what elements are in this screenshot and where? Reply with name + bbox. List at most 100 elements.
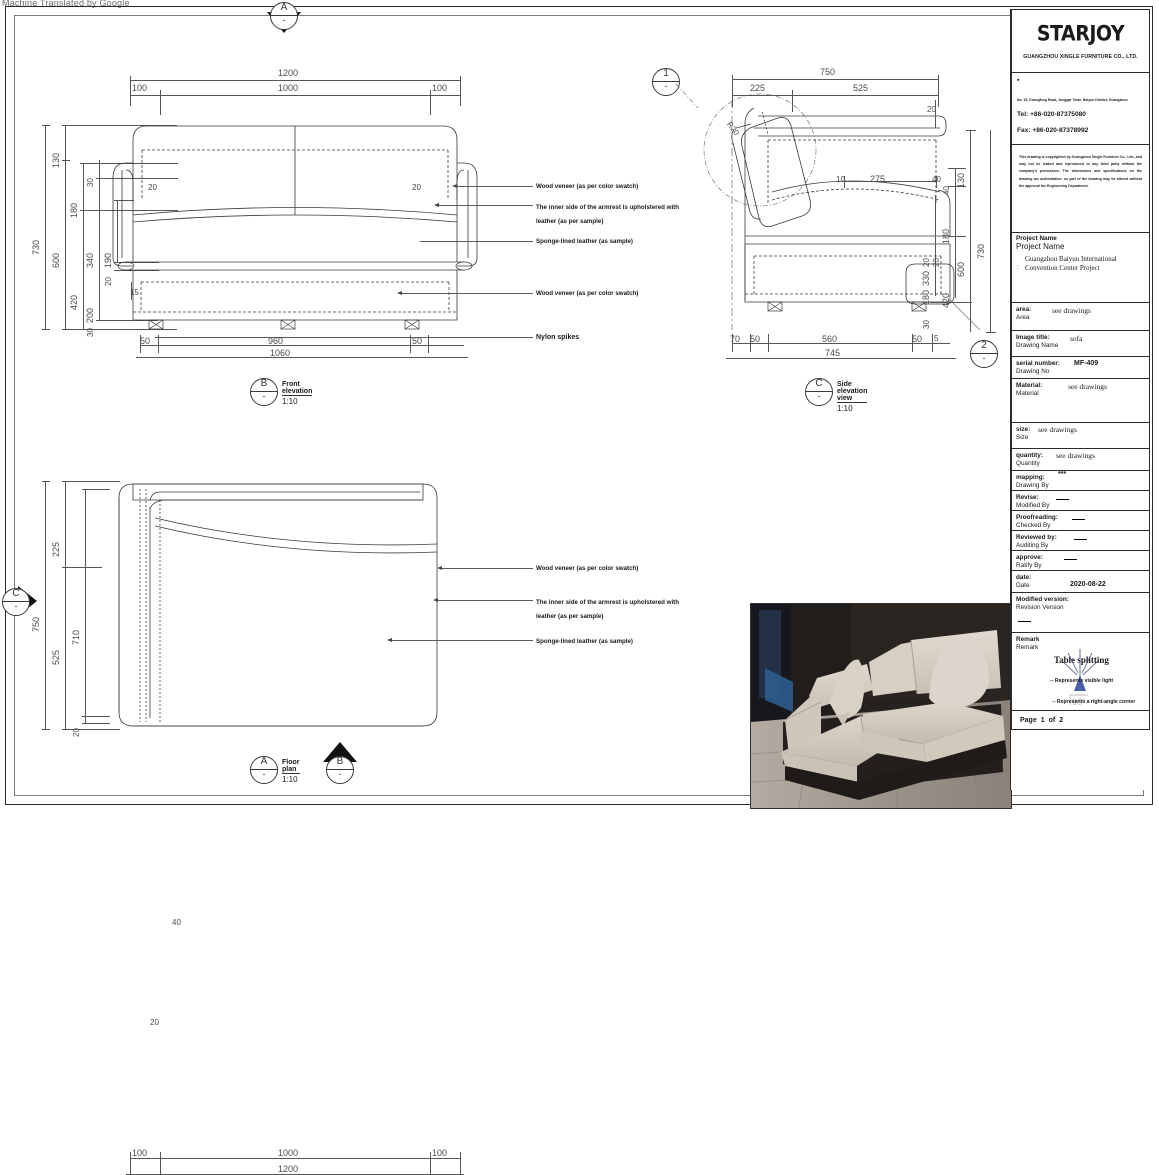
dim-front-arm-left-20: 20 — [148, 183, 157, 192]
auditing-by-label-en: Auditing By — [1016, 542, 1049, 549]
auditing-by-row: Reviewed by: Auditing By — [1011, 531, 1150, 551]
view-marker-letter: C — [12, 588, 20, 599]
product-photo — [750, 603, 1012, 809]
dim-plan-bottom-right: 100 — [432, 1148, 448, 1158]
drawing-by-row: mapping: Drawing By *** — [1011, 471, 1150, 491]
dim-side-10: 10 — [836, 175, 845, 184]
view-marker-letter: A — [280, 2, 288, 13]
dim-side-275: 275 — [870, 174, 886, 184]
copyright-notice: This drawing is copyrighted by Guangzhou… — [1019, 155, 1142, 188]
company-name: GUANGZHOU XINGLE FURNITURE CO., LTD. — [1023, 53, 1138, 60]
dim-side-20b: 20 — [932, 258, 941, 267]
ratify-by-label-en: Ratify By — [1016, 562, 1042, 569]
dim-side-730: 730 — [976, 243, 986, 259]
side-elevation-scale: 1:10 — [837, 404, 853, 413]
dim-side-20-top: 20 — [927, 105, 936, 114]
dim-side-560: 560 — [822, 334, 838, 344]
size-label-cn: size: — [1016, 426, 1031, 433]
callout-plan-armrest-line1: The inner side of the armrest is upholst… — [536, 599, 680, 606]
copyright-notice-box: This drawing is copyrighted by Guangzhou… — [1011, 145, 1150, 233]
drawing-no-label-cn: serial number: — [1016, 360, 1061, 367]
dim-front-top-right: 100 — [432, 83, 448, 93]
detail-marker-sub: - — [664, 81, 668, 91]
drawing-by-label-cn: mapping: — [1016, 474, 1045, 481]
front-elevation-scale: 1:10 — [282, 397, 298, 406]
drawing-no-label-en: Drawing No — [1016, 368, 1050, 375]
company-fax: Fax: +86-020-87378992 — [1017, 127, 1089, 134]
callout-armrest-line1: The inner side of the armrest is upholst… — [536, 204, 680, 211]
detail-marker-number: 2 — [981, 340, 987, 351]
page-label: Page — [1020, 716, 1037, 724]
dim-side-40b: 40 — [942, 186, 951, 195]
checked-by-value-dash — [1072, 519, 1085, 520]
modified-by-row: Revise: Modified By — [1011, 491, 1150, 511]
detail-marker-sub: - — [982, 353, 986, 363]
dim-plan-bottom-left: 100 — [132, 1148, 148, 1158]
remark-symbol-icons: 90° — [1061, 649, 1099, 707]
company-tel: Tel: +86-020-87375080 — [1017, 111, 1086, 118]
view-marker-sub: - — [14, 601, 18, 611]
dim-plan-bottom-overall: 1200 — [278, 1164, 299, 1174]
area-value: see drawings — [1052, 306, 1091, 315]
view-marker-sub: - — [817, 391, 821, 401]
dim-side-70: 70 — [730, 334, 741, 344]
dim-front-top-left: 100 — [132, 83, 148, 93]
floor-plan-scale: 1:10 — [282, 775, 298, 784]
quantity-row: quantity: Quantity see drawings — [1011, 449, 1150, 471]
page-footer: Page 1 of 2 — [1011, 711, 1150, 730]
floor-plan-title: Floor plan — [282, 759, 300, 774]
view-marker-letter: B — [260, 378, 268, 389]
size-value: see drawings — [1038, 425, 1077, 434]
ratify-by-row: approve: Ratify By — [1011, 551, 1150, 571]
ratify-by-value-dash — [1064, 559, 1077, 560]
area-label-cn: area: — [1016, 306, 1032, 313]
callout-plan-wood-veneer: Wood veneer (as per color swatch) — [536, 565, 639, 572]
drawing-name-row: Image title: Drawing Name sofa — [1011, 331, 1150, 357]
callout-armrest-line2: leather (as per sample) — [536, 218, 604, 225]
dim-plan-bottom-center: 1000 — [278, 1148, 299, 1158]
revision-label-cn: Modified version: — [1016, 596, 1069, 603]
project-label-cn: Project Name — [1016, 235, 1057, 242]
dim-side-5: 5 — [934, 334, 939, 343]
checked-by-label-cn: Proofreading: — [1016, 514, 1058, 521]
detail-marker-number: 1 — [663, 68, 669, 79]
remark-title: Table splitting — [1054, 655, 1109, 665]
modified-by-label-en: Modified By — [1016, 502, 1050, 509]
dim-side-50b: 50 — [912, 334, 923, 344]
dim-side-overall: 745 — [825, 348, 841, 358]
drawing-name-label-cn: Image title: — [1016, 334, 1050, 341]
material-value: see drawings — [1068, 382, 1107, 391]
view-marker-sub: - — [282, 15, 286, 25]
quantity-value: see drawings — [1056, 451, 1095, 460]
date-value: 2020-08-22 — [1070, 581, 1106, 588]
watermark-text: Machine Translated by Google — [2, 0, 130, 8]
dim-side-420: 420 — [941, 292, 951, 308]
revision-label-en: Revision Version — [1016, 604, 1064, 611]
view-marker-sub: - — [262, 769, 266, 779]
remark-label-cn: Remark — [1016, 636, 1040, 643]
project-name-box: Project Name Project Name : Guangzhou Ba… — [1011, 233, 1150, 303]
area-label-en: Area — [1016, 314, 1030, 321]
page-of-label: of — [1048, 716, 1056, 724]
date-row: date: Date 2020-08-22 — [1011, 571, 1150, 593]
checked-by-label-en: Checked By — [1016, 522, 1051, 529]
dim-front-base-left: 50 — [140, 336, 151, 346]
drawing-name-value: sofa — [1070, 334, 1083, 343]
remark-label-en: Remark — [1016, 644, 1039, 651]
side-elevation-view: 1 - — [650, 0, 1010, 420]
drawing-no-value: MF-409 — [1074, 360, 1099, 367]
front-elevation-geometry — [0, 0, 520, 360]
auditing-by-value-dash — [1074, 539, 1087, 540]
company-address: No. 15, Guangfeng Road, Junggar Town, Ba… — [1017, 98, 1128, 102]
dim-front-15: 15 — [130, 288, 139, 297]
drawing-no-row: serial number: Drawing No MF-409 — [1011, 357, 1150, 379]
dim-front-top-overall: 1200 — [278, 68, 299, 78]
modified-by-label-cn: Revise: — [1016, 494, 1039, 501]
view-marker-sub: - — [338, 769, 342, 779]
callout-wood-veneer-1: Wood veneer (as per color swatch) — [536, 183, 639, 190]
view-marker-letter: B — [336, 756, 344, 767]
dim-side-330: 330 — [921, 270, 931, 286]
project-label-en: Project Name — [1016, 242, 1065, 251]
front-elevation-title: Front elevation — [282, 381, 313, 396]
dim-side-50: 50 — [750, 334, 761, 344]
